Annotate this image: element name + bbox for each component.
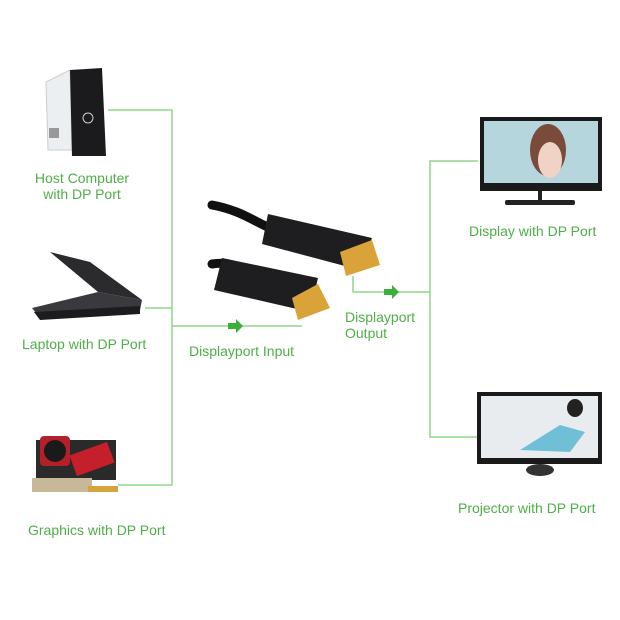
displayport-input-label: Displayport Input [189, 343, 295, 359]
input-arrow-icon [228, 319, 243, 333]
output-line [352, 276, 430, 293]
output-arrow-icon [384, 285, 399, 299]
display-monitor-icon [480, 117, 602, 205]
host-label-line1: Host Computer [34, 170, 130, 186]
displayport-output-label: Displayport Output [345, 309, 415, 341]
laptop-label: Laptop with DP Port [22, 336, 147, 352]
laptop-icon [32, 252, 142, 320]
host-computer-label: Host Computer with DP Port [20, 170, 144, 202]
graphics-label: Graphics with DP Port [28, 522, 166, 538]
host-computer-icon [45, 68, 106, 156]
output-label-line1: Displayport [345, 309, 416, 325]
projector-screen-icon [477, 392, 602, 476]
output-label-line2: Output [345, 325, 388, 341]
displayport-cable-icon [207, 200, 380, 320]
projector-label: Projector with DP Port [458, 500, 596, 516]
right-bus-line [429, 160, 478, 438]
display-label: Display with DP Port [469, 223, 597, 239]
graphics-card-icon [32, 436, 118, 492]
left-bus-line [108, 109, 173, 486]
host-label-line2: with DP Port [43, 186, 121, 202]
